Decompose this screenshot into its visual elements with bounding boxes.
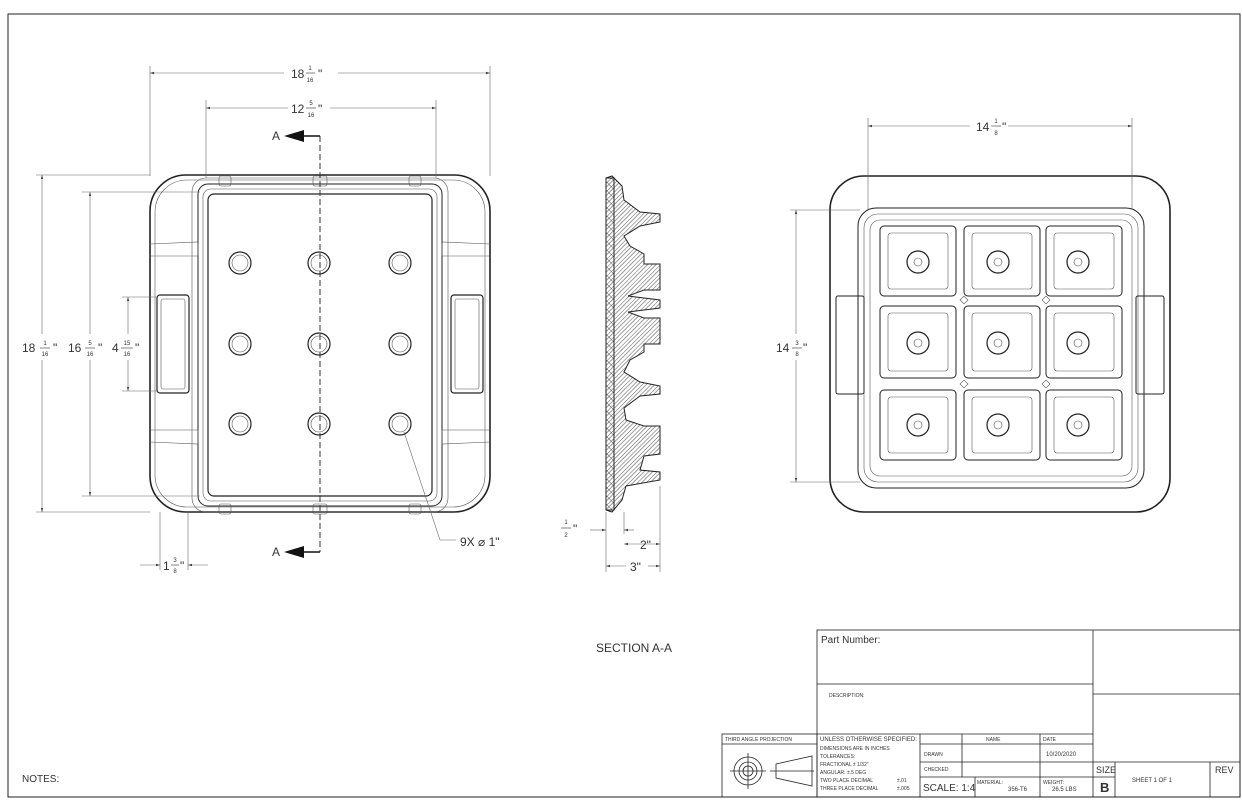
sheet-label: SHEET 1 OF 1: [1132, 778, 1173, 784]
frac-den: 2: [564, 533, 568, 539]
tolerances-label: TOLERANCES:: [820, 754, 855, 760]
drawn-date: 10/20/2020: [1046, 752, 1077, 758]
scale-value: SCALE: 1:4: [923, 783, 976, 794]
frac-den: 8: [173, 569, 177, 575]
date-header: DATE: [1043, 737, 1057, 743]
fractional-tol: FRACTIONAL ± 1/32": [820, 762, 869, 768]
inch-mark: ": [803, 341, 807, 355]
frac-den: 16: [307, 78, 314, 84]
frac-num: 1: [994, 119, 998, 125]
frac-num: 1: [564, 520, 568, 526]
inch-mark: ": [53, 341, 57, 355]
top-view-dimensions: 18 1 16 " 12 5 16 " 18 1 16 " 16 5 16 " …: [22, 66, 500, 575]
weight-value: 26.5 LBS: [1052, 787, 1077, 793]
frac-num: 15: [124, 341, 131, 347]
dim-overall-width: 18: [291, 67, 305, 81]
frac-den: 8: [994, 131, 998, 137]
frac-den: 16: [42, 352, 49, 358]
weight-label: WEIGHT:: [1043, 780, 1064, 786]
dim-bottom-height: 14: [776, 341, 790, 355]
frac-num: 1: [308, 66, 312, 72]
frac-den: 16: [308, 113, 315, 119]
dim-overall-height: 18: [22, 341, 36, 355]
frac-den: 16: [124, 352, 131, 358]
size-label: SIZE: [1096, 765, 1116, 775]
inch-mark: ": [1002, 120, 1006, 134]
three-place-tol: THREE PLACE DECIMAL: [820, 786, 879, 792]
part-number-label: Part Number:: [821, 635, 880, 646]
bottom-view: 14 1 8 " 14 3 8 ": [776, 118, 1171, 513]
projection-symbol-icon: [730, 753, 814, 789]
three-place-value: ±.005: [897, 786, 910, 792]
projection-label: THIRD ANGLE PROJECTION: [725, 737, 792, 743]
inch-mark: ": [318, 102, 322, 116]
dim-inner-width: 12: [291, 102, 305, 116]
dim-handle-offset: 1: [163, 559, 170, 573]
dim-handle-height: 4: [112, 341, 119, 355]
dim-depth-inner: 2": [640, 538, 651, 552]
drawn-label: DRAWN: [924, 752, 943, 758]
unless-specified: UNLESS OTHERWISE SPECIFIED:: [820, 737, 917, 743]
inch-mark: ": [573, 522, 577, 536]
frac-num: 3: [173, 558, 177, 564]
section-view: 1 2 " 2" 3" SECTION A-A: [561, 175, 672, 655]
dims-in-inches: DIMENSIONS ARE IN INCHES: [820, 746, 890, 752]
sheet-border: [7, 13, 1241, 798]
frac-den: 16: [87, 352, 94, 358]
checked-label: CHECKED: [924, 767, 949, 773]
section-label-top: A: [272, 129, 280, 143]
section-title: SECTION A-A: [596, 641, 672, 655]
material-value: 356-T6: [1008, 787, 1028, 793]
pocket-grid: [879, 225, 1123, 461]
frac-num: 5: [88, 341, 92, 347]
frac-num: 5: [309, 101, 313, 107]
inch-mark: ": [318, 67, 322, 81]
section-label-bottom: A: [272, 545, 280, 559]
material-label: MATERIAL:: [977, 780, 1003, 786]
dim-inner-height: 16: [68, 341, 82, 355]
frac-den: 8: [795, 352, 799, 358]
top-view: [36, 66, 491, 570]
hole-callout: 9X ⌀ 1": [460, 535, 500, 549]
dim-bottom-width: 14: [976, 120, 990, 134]
inch-mark: ": [98, 341, 102, 355]
frac-num: 3: [795, 341, 799, 347]
title-block-text: Part Number: DESCRIPTION: THIRD ANGLE PR…: [725, 635, 1234, 795]
size-value: B: [1100, 780, 1109, 795]
two-place-value: ±.01: [897, 778, 907, 784]
description-label: DESCRIPTION:: [829, 693, 865, 699]
rev-label: REV: [1215, 765, 1234, 775]
notes-label: NOTES:: [22, 774, 59, 785]
frac-num: 1: [43, 341, 47, 347]
inch-mark: ": [135, 341, 139, 355]
title-block: [721, 629, 1241, 798]
dim-depth-overall: 3": [630, 560, 641, 574]
two-place-tol: TWO PLACE DECIMAL: [820, 778, 873, 784]
inch-mark: ": [180, 559, 184, 573]
hole-grid: [228, 251, 412, 436]
angular-tol: ANGULAR: ±.5 DEG: [820, 770, 866, 776]
name-header: NAME: [986, 737, 1001, 743]
